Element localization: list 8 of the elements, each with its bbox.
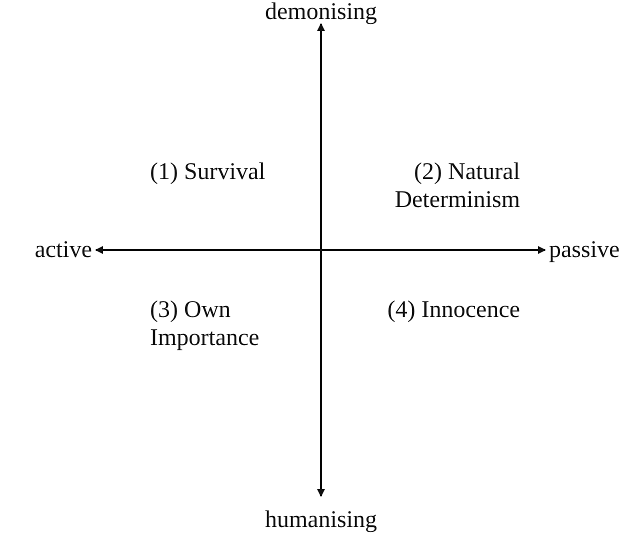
axis-label: passive: [549, 236, 621, 264]
axis-label: humanising: [264, 506, 378, 534]
quadrant-label: (4) Innocence: [386, 296, 520, 324]
axis-label: active: [34, 236, 92, 264]
quadrant-label: (2) Natural Determinism: [394, 158, 520, 214]
quadrant-label: (1) Survival: [150, 158, 266, 186]
axis-label: demonising: [264, 0, 378, 26]
quadrant-label: (3) Own Importance: [150, 296, 260, 352]
